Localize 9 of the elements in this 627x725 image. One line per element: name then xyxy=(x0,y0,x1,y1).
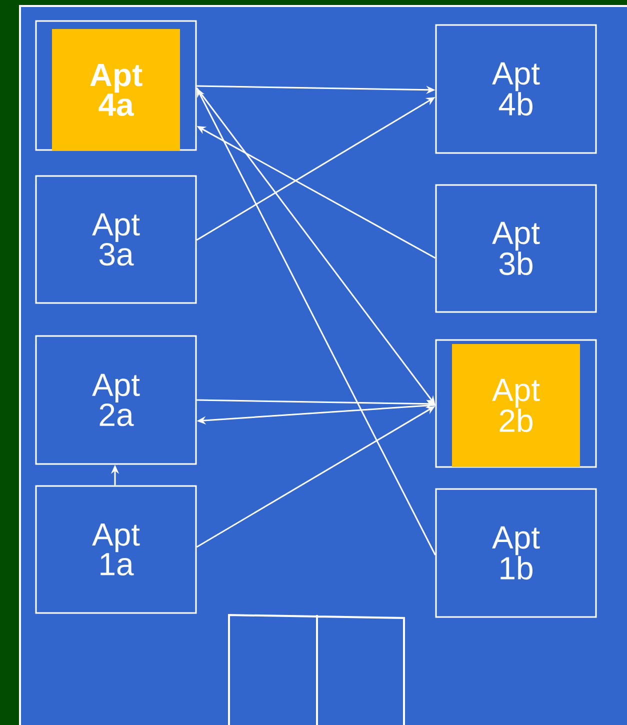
apartment-box: Apt 3b xyxy=(435,184,597,313)
apartment-box: Apt 4a xyxy=(52,29,180,151)
apartment-box: Apt 3a xyxy=(35,175,197,304)
apartment-box: Apt 2b xyxy=(452,344,580,467)
apartment-box: Apt 2a xyxy=(35,335,197,465)
apartment-box: Apt 4b xyxy=(435,24,597,154)
frame-box xyxy=(435,339,597,468)
apartment-box: Apt 1b xyxy=(435,488,597,618)
apartment-box: Apt 1a xyxy=(35,485,197,614)
